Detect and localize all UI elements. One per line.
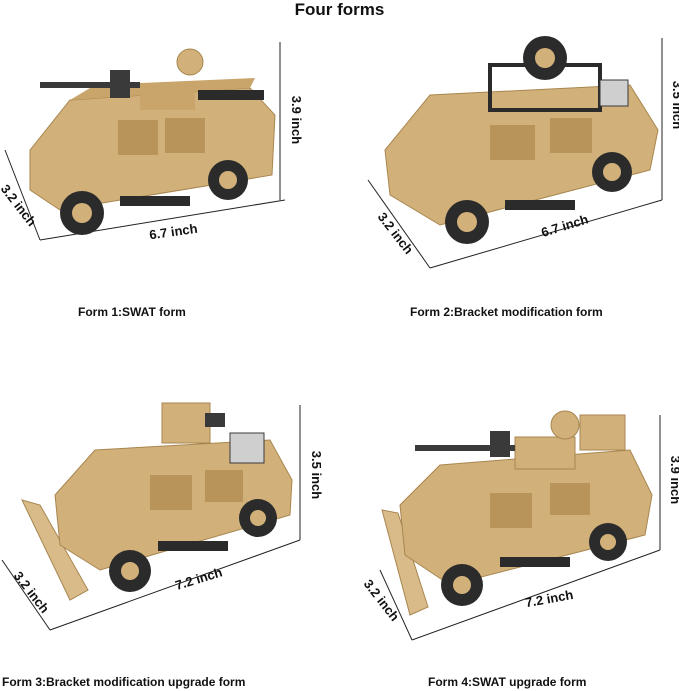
form-2-height-label: 3.5 inch [670,81,679,129]
vehicle-form-2 [384,36,659,244]
form-1-length-label: 6.7 inch [148,221,198,243]
form-2-panel: 3.5 inch 3.2 inch 6.7 inch Form 2:Bracke… [340,0,679,345]
form-2-caption: Form 2:Bracket modification form [410,305,603,319]
vehicle-form-4 [381,410,653,616]
form-3-length-label: 7.2 inch [173,564,224,593]
form-1-caption: Form 1:SWAT form [78,305,186,319]
form-4-width-label: 3.2 inch [361,577,403,624]
form-4-panel: 3.9 inch 3.2 inch 7.2 inch Form 4:SWAT u… [340,345,679,691]
form-1-panel: 3.9 inch 3.2 inch 6.7 inch Form 1:SWAT f… [0,0,340,345]
vehicle-form-1 [29,48,276,235]
page-title: Four forms [294,0,385,19]
form-3-height-label: 3.5 inch [309,451,324,499]
form-3-panel: 3.5 inch 3.2 inch 7.2 inch Form 3:Bracke… [0,345,340,691]
form-2-vehicle-image: 3.5 inch 3.2 inch 6.7 inch [367,36,679,269]
form-2-length-label: 6.7 inch [539,211,590,240]
form-4-height-label: 3.9 inch [668,456,679,504]
vehicle-form-3 [21,402,293,601]
form-1-vehicle-image: 3.9 inch 3.2 inch 6.7 inch [0,42,304,243]
form-1-height-label: 3.9 inch [289,96,304,144]
form-3-width-label: 3.2 inch [11,569,53,616]
form-4-length-label: 7.2 inch [524,587,574,610]
form-4-vehicle-image: 3.9 inch 3.2 inch 7.2 inch [361,410,679,641]
form-3-vehicle-image: 3.5 inch 3.2 inch 7.2 inch [1,402,324,631]
form-3-caption: Form 3:Bracket modification upgrade form [2,675,246,689]
form-4-caption: Form 4:SWAT upgrade form [428,675,587,689]
form-2-width-label: 3.2 inch [375,210,417,257]
